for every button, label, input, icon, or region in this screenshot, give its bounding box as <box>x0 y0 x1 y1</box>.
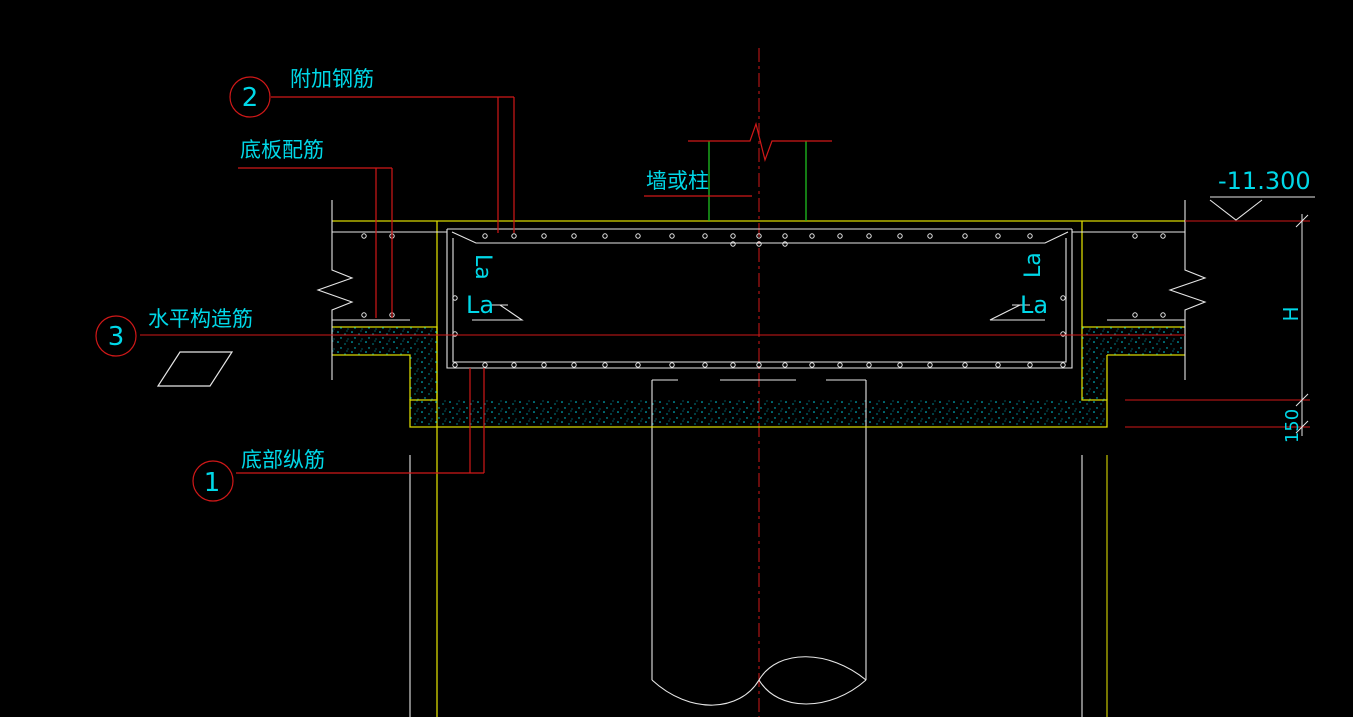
rebar-cage <box>446 228 1073 369</box>
lower-walls <box>409 455 1108 717</box>
anchor-left-horizontal-label: La <box>466 291 494 319</box>
callout-3-circle <box>95 315 137 357</box>
pile <box>651 379 867 706</box>
rebar-dots-bottom <box>452 362 1066 368</box>
leader-lines <box>236 96 752 474</box>
anchor-right-horizontal-label: La <box>1020 291 1048 319</box>
callout-1-circle <box>192 460 234 502</box>
bottom-slab-rebar-label: 底板配筋 <box>240 138 324 162</box>
wall-or-column-symbol <box>688 121 832 221</box>
callout-2-number: 2 <box>242 83 259 113</box>
callout-1-number: 1 <box>204 468 221 498</box>
dimension-lines <box>1125 214 1310 436</box>
elevation-label: -11.300 <box>1218 167 1311 195</box>
callout-2-label: 附加钢筋 <box>290 67 374 91</box>
section-symbol-icon <box>156 351 234 387</box>
concrete-cushion <box>332 327 1185 427</box>
callout-3-number: 3 <box>108 322 125 352</box>
anchor-left-vertical-label: La <box>470 254 495 280</box>
callout-1-label: 底部纵筋 <box>241 448 325 472</box>
slab-edges <box>316 200 1207 380</box>
callout-2-circle <box>229 76 271 118</box>
dimension-h-label: H <box>1279 306 1303 321</box>
wall-or-column-label: 墙或柱 <box>646 169 709 193</box>
rebar-dots-top <box>361 233 1166 337</box>
anchor-right-vertical-label: La <box>1021 252 1046 278</box>
dimension-150-label: 150 <box>1282 409 1303 443</box>
anchor-markers <box>472 304 1045 321</box>
elevation-marker <box>1209 196 1315 221</box>
callout-3-label: 水平构造筋 <box>148 307 253 331</box>
